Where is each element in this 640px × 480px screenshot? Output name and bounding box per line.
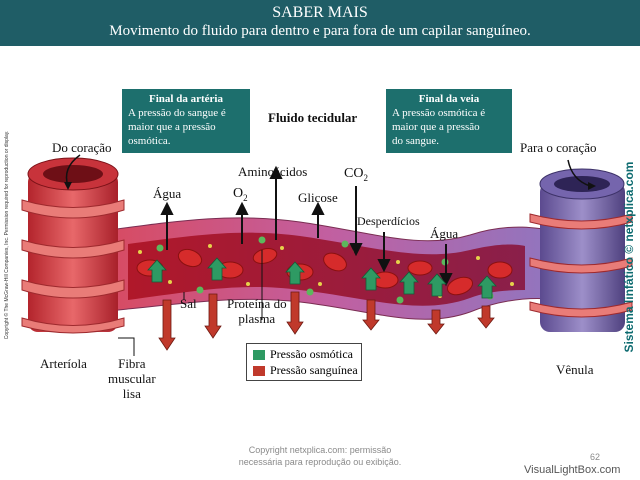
vein-end-line-3: do sangue.	[392, 135, 440, 147]
from-heart-label: Do coração	[52, 140, 112, 155]
side-copyright: Copyright © The McGraw-Hill Companies, I…	[4, 130, 10, 340]
legend-osmotic-label: Pressão osmótica	[270, 347, 353, 361]
legend-blood: Pressão sanguínea	[253, 363, 358, 378]
legend-osmotic: Pressão osmótica	[253, 347, 353, 362]
osmotic-pressure-arrows	[147, 257, 497, 299]
artery-end-title: Final da artéria	[149, 93, 223, 105]
footer-line-1: Copyright netxplica.com: permissão	[248, 445, 392, 455]
footer-copyright: Copyright netxplica.com: permissão neces…	[200, 444, 440, 468]
blood-pressure-arrows	[158, 291, 495, 351]
slide-subtitle: Movimento do fluido para dentro e para f…	[109, 23, 531, 39]
venule-label: Vênula	[556, 362, 594, 377]
vein-end-line-1: A pressão osmótica é	[392, 107, 486, 119]
venule	[529, 168, 633, 332]
artery-end-box: Final da artéria A pressão do sangue é m…	[122, 89, 250, 153]
capillary-lumen	[128, 232, 525, 306]
muscle-fiber-line-3: lisa	[122, 386, 141, 401]
leader-lines	[118, 250, 263, 356]
o2-text: O	[233, 186, 244, 201]
slide-title: SABER MAIS	[272, 4, 368, 21]
water-right-label: Água	[430, 226, 459, 241]
co2-text: CO	[344, 166, 364, 181]
arteriole	[21, 157, 125, 334]
tissue-fluid-label: Fluido tecidular	[268, 110, 358, 125]
substance-arrows	[160, 165, 453, 287]
vein-end-line-2: maior que a pressão	[392, 121, 480, 133]
legend-osmotic-swatch	[253, 350, 265, 361]
glucose-label: Glicose	[298, 190, 338, 205]
arteriole-label: Arteríola	[40, 356, 87, 371]
waste-label: Desperdícios	[357, 214, 420, 228]
muscle-fiber-line-2: muscular	[108, 371, 156, 386]
artery-end-line-2: maior que a pressão	[128, 121, 216, 133]
plasma-protein-line-2: plasma	[238, 311, 276, 326]
legend-blood-swatch	[253, 366, 265, 377]
plasma-protein-label: Proteína do plasma	[227, 296, 287, 326]
amino-acids-label: Aminoácidos	[238, 164, 308, 179]
vein-end-box: Final da veia A pressão osmótica é maior…	[386, 89, 512, 153]
co2-label: CO2	[344, 166, 368, 186]
side-brand: Sistema linfático © netxplica.com	[622, 161, 636, 353]
plasma-protein-line-1: Proteína do	[227, 296, 287, 311]
page-number: 62	[590, 452, 601, 462]
legend: Pressão osmótica Pressão sanguínea	[246, 343, 362, 381]
o2-label: O2	[233, 186, 248, 206]
to-heart-label: Para o coração	[520, 140, 597, 155]
vein-end-title: Final da veia	[418, 93, 480, 105]
muscle-fiber-label: Fibra muscular lisa	[108, 356, 156, 401]
footer-line-2: necessária para reprodução ou exibição.	[238, 457, 402, 467]
watermark: VisualLightBox.com	[524, 464, 621, 476]
slide-header: SABER MAIS Movimento do fluido para dent…	[0, 0, 640, 46]
water-left-label: Água	[153, 186, 182, 201]
outflow-arrow-icon	[567, 159, 591, 187]
muscle-fiber-line-1: Fibra	[118, 356, 146, 371]
co2-subscript: 2	[363, 172, 368, 183]
o2-subscript: 2	[243, 192, 248, 203]
salt-label: Sal	[180, 296, 197, 311]
legend-blood-label: Pressão sanguínea	[270, 363, 358, 377]
artery-end-line-3: osmótica.	[128, 135, 171, 147]
artery-end-line-1: A pressão do sangue é	[128, 107, 226, 119]
